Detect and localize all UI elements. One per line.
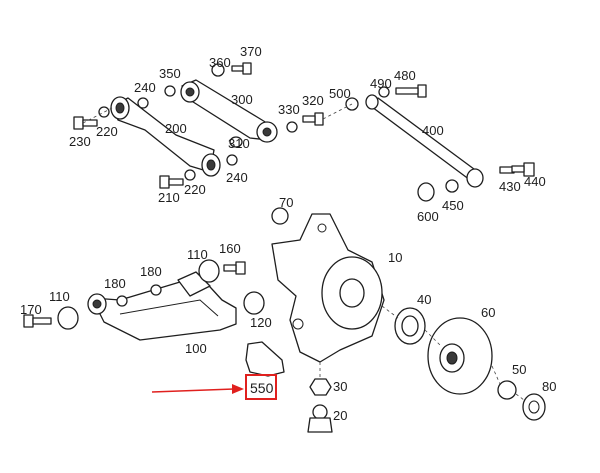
label-320: 320: [302, 93, 324, 108]
label-160: 160: [219, 241, 241, 256]
label-370: 370: [240, 44, 262, 59]
label-120: 120: [250, 315, 272, 330]
label-480: 480: [394, 68, 416, 83]
axle-nut-80: [522, 393, 546, 421]
label-100: 100: [185, 341, 207, 356]
label-40: 40: [417, 292, 431, 307]
bolt-320: [302, 112, 324, 126]
wheel-bearing-40: [394, 307, 426, 345]
bolt-210: [159, 175, 184, 189]
washer-220-right: [184, 169, 196, 181]
label-230: 230: [69, 134, 91, 149]
bushing-70: [271, 207, 289, 225]
bushing-110-right: [198, 259, 220, 283]
label-240-left: 240: [134, 80, 156, 95]
ball-joint-20: [307, 404, 333, 433]
label-220-right: 220: [184, 182, 206, 197]
washer-350: [164, 85, 176, 97]
wheel-knuckle-10: [271, 213, 385, 363]
washer-220-left: [98, 106, 110, 118]
bolt-160: [223, 261, 246, 275]
part-labels: 10 20 30 40 50 60 70 80 100 110 110 120 …: [20, 44, 556, 423]
bolt-370: [231, 62, 252, 75]
control-arm-200: [110, 96, 221, 177]
label-430: 430: [499, 179, 521, 194]
highlight-box: [245, 374, 277, 400]
nut-240-right: [226, 154, 238, 166]
label-310: 310: [228, 136, 250, 151]
label-440: 440: [524, 174, 546, 189]
label-400: 400: [422, 123, 444, 138]
washer-180-left: [116, 295, 128, 307]
label-50: 50: [512, 362, 526, 377]
assembly-lines: [82, 103, 525, 401]
lower-control-arm-100: [87, 275, 237, 341]
washer-360: [211, 63, 225, 77]
ring-50: [497, 380, 517, 400]
label-20: 20: [333, 408, 347, 423]
highlight-arrowhead: [232, 384, 244, 394]
highlight-arrow: [151, 388, 235, 393]
control-arm-300: [180, 79, 278, 143]
label-450: 450: [442, 198, 464, 213]
label-170: 170: [20, 302, 42, 317]
bolt-230: [73, 116, 98, 130]
label-110-left: 110: [49, 289, 70, 304]
label-180-right: 180: [140, 264, 162, 279]
nut-30: [309, 378, 332, 396]
label-30: 30: [333, 379, 347, 394]
label-360: 360: [209, 55, 231, 70]
washer-180-right: [150, 284, 162, 296]
highlight-callout: 550: [151, 374, 277, 400]
label-500: 500: [329, 86, 351, 101]
bracket-550: [245, 341, 285, 377]
label-600: 600: [417, 209, 439, 224]
nut-240-left: [137, 97, 149, 109]
label-330: 330: [278, 102, 300, 117]
label-70: 70: [279, 195, 293, 210]
bushing-120: [243, 291, 265, 315]
label-110-right: 110: [187, 247, 208, 262]
bolt-170: [23, 314, 52, 328]
label-490: 490: [370, 76, 392, 91]
label-220-left: 220: [96, 124, 118, 139]
label-240-right: 240: [226, 170, 248, 185]
label-200: 200: [165, 121, 187, 136]
label-550: 550: [250, 380, 274, 396]
label-180-left: 180: [104, 276, 126, 291]
label-350: 350: [159, 66, 181, 81]
label-10: 10: [388, 250, 402, 265]
bushing-310: [229, 136, 243, 148]
label-80: 80: [542, 379, 556, 394]
label-60: 60: [481, 305, 495, 320]
wheel-hub-60: [427, 317, 493, 395]
strut-rod-400: [365, 94, 484, 188]
washer-450: [445, 179, 459, 193]
label-210: 210: [158, 190, 180, 205]
label-300: 300: [231, 92, 253, 107]
bushing-110-left: [57, 306, 79, 330]
bolt-480: [395, 84, 427, 98]
washer-490: [378, 86, 390, 98]
washer-330: [286, 121, 298, 133]
bolt-440: [511, 162, 535, 177]
bushing-600: [417, 182, 435, 202]
